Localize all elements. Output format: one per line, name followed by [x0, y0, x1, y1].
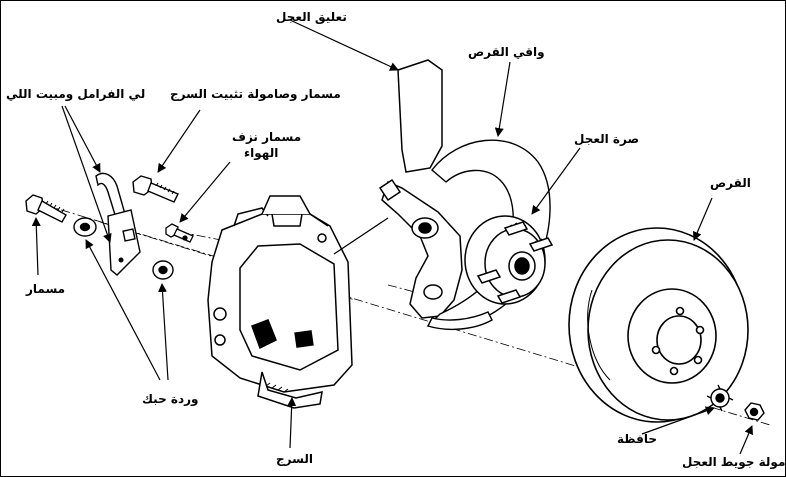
brake-hose-bracket-part: [95, 172, 141, 276]
wheel-nut-part: [744, 402, 765, 421]
leader-wheel-hub: [531, 147, 581, 215]
leader-washer-a: [85, 239, 161, 381]
label-wheel-knuckle: تعليق العجل: [276, 10, 347, 24]
leader-bleed-screw: [179, 161, 231, 223]
label-caliper-bolt-nut: مسمار وصامولة تثبيت السرج: [170, 87, 341, 101]
leader-hose-b: [61, 105, 112, 243]
label-bolt: مسمار: [26, 282, 66, 296]
leader-hub-knuckle: [333, 217, 389, 255]
lock-washer-part: [152, 260, 174, 280]
label-caliper: السرج: [276, 452, 313, 466]
label-bleed-screw-2: الهواء: [244, 146, 279, 160]
brake-disc-part: [568, 227, 749, 423]
label-wheel-nut: صامولة جويط العجل: [682, 455, 786, 469]
bleed-screw-part: [165, 223, 194, 243]
wheel-knuckle-part: [378, 59, 463, 319]
leader-bolt: [31, 217, 41, 276]
leader-lines: [31, 19, 753, 455]
label-disc: القرص: [710, 176, 751, 190]
bolt-part: [25, 194, 67, 223]
label-brake-hose-bracket: لي الفرامل ومبيت اللي: [6, 87, 146, 101]
caliper-part: [207, 195, 353, 409]
leader-wheel-nut: [739, 425, 753, 455]
retainer-part: [706, 384, 734, 412]
label-wheel-hub: صرة العجل: [574, 132, 640, 146]
leader-retainer: [641, 406, 715, 435]
washer-left: [73, 217, 97, 237]
leader-washer-b: [158, 283, 169, 381]
leader-hose-a: [64, 105, 101, 173]
label-lock-washer: وردة حبك: [142, 392, 199, 406]
label-retainer: حافظة: [617, 432, 657, 446]
leader-wheel-knuckle: [289, 19, 399, 71]
label-disc-guard: واقي القرص: [468, 45, 545, 59]
leader-caliper-bolt: [157, 109, 201, 173]
leader-disc: [693, 197, 713, 241]
wheel-hub-part: [464, 215, 554, 305]
caliper-bolt-part: [132, 175, 179, 203]
leader-disc-guard: [494, 61, 511, 137]
leader-caliper: [287, 397, 297, 449]
label-bleed-screw-1: مسمار نزف: [232, 130, 302, 144]
